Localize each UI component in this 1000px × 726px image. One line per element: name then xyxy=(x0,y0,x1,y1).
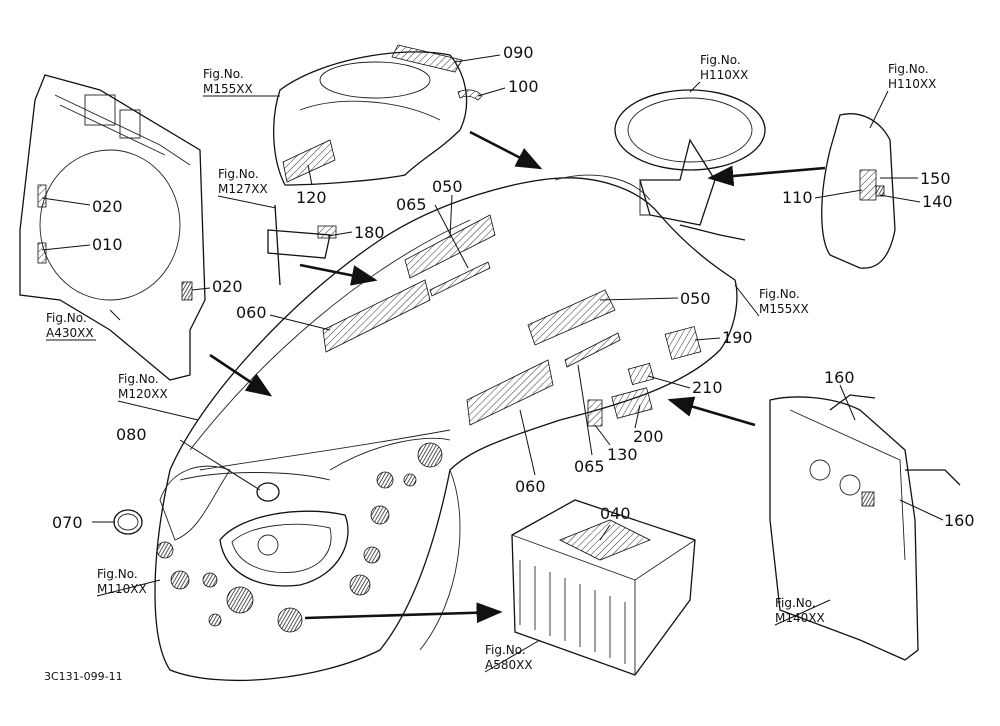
svg-text:M155XX: M155XX xyxy=(203,82,253,96)
decal-120 xyxy=(282,139,336,183)
svg-text:Fig.No.: Fig.No. xyxy=(118,372,159,386)
decal-090 xyxy=(391,44,463,73)
fig-ref-m120: Fig.No. M120XX xyxy=(117,372,199,421)
part-label-210: 210 xyxy=(692,378,723,397)
part-label-070: 070 xyxy=(52,513,83,532)
part-label-065: 065 xyxy=(396,195,427,214)
svg-text:H110XX: H110XX xyxy=(700,68,748,82)
fig-ref-m155-right: Fig.No. M155XX xyxy=(734,284,809,317)
decal-050-side xyxy=(527,289,616,346)
svg-text:Fig.No.: Fig.No. xyxy=(97,567,138,581)
decal-065-top xyxy=(429,261,491,297)
upper-cowl xyxy=(273,44,483,186)
drawing-code: 3C131-099-11 xyxy=(44,670,123,683)
part-label-040: 040 xyxy=(600,504,631,523)
badge-070 xyxy=(113,509,143,535)
svg-text:Fig.No.: Fig.No. xyxy=(888,62,929,76)
svg-text:Fig.No.: Fig.No. xyxy=(759,287,800,301)
decal-050-top xyxy=(404,214,496,279)
decal-060-top xyxy=(322,279,431,353)
hood-body xyxy=(154,174,738,682)
part-label-060: 060 xyxy=(515,477,546,496)
decal-060-side xyxy=(466,359,554,426)
svg-text:Fig.No.: Fig.No. xyxy=(775,596,816,610)
part-label-060: 060 xyxy=(236,303,267,322)
radiator-panel xyxy=(19,74,206,381)
rear-panel xyxy=(769,394,961,661)
part-label-140: 140 xyxy=(922,192,953,211)
part-number-labels: 020 010 020 090 100 120 050 065 180 060 … xyxy=(52,43,975,532)
svg-text:Fig.No.: Fig.No. xyxy=(218,167,259,181)
svg-text:Fig.No.: Fig.No. xyxy=(700,53,741,67)
battery xyxy=(511,499,696,676)
part-label-020: 020 xyxy=(92,197,123,216)
svg-text:Fig.No.: Fig.No. xyxy=(485,643,526,657)
svg-text:M120XX: M120XX xyxy=(118,387,168,401)
fig-ref-m127: Fig.No. M127XX xyxy=(217,167,277,209)
decal-130 xyxy=(587,399,603,427)
part-label-065: 065 xyxy=(574,457,605,476)
svg-text:A580XX: A580XX xyxy=(485,658,533,672)
fig-ref-h110-right: Fig.No. H110XX xyxy=(869,62,936,129)
part-label-120: 120 xyxy=(296,188,327,207)
fig-ref-h110-left: Fig.No. H110XX xyxy=(689,53,748,93)
part-label-190: 190 xyxy=(722,328,753,347)
decal-200 xyxy=(611,387,653,419)
part-label-100: 100 xyxy=(508,77,539,96)
bracket xyxy=(267,204,337,286)
part-label-050: 050 xyxy=(432,177,463,196)
svg-text:Fig.No.: Fig.No. xyxy=(203,67,244,81)
fig-ref-m110: Fig.No. M110XX xyxy=(96,567,161,597)
fig-ref-m140: Fig.No. M140XX xyxy=(774,596,831,626)
svg-text:A430XX: A430XX xyxy=(46,326,94,340)
svg-text:M155XX: M155XX xyxy=(759,302,809,316)
part-label-160: 160 xyxy=(824,368,855,387)
leader-lines xyxy=(41,54,944,541)
part-label-090: 090 xyxy=(503,43,534,62)
decal-065-side xyxy=(564,332,621,368)
headlight xyxy=(219,510,349,587)
svg-text:M127XX: M127XX xyxy=(218,182,268,196)
part-label-020: 020 xyxy=(212,277,243,296)
decal-180 xyxy=(317,225,337,239)
part-label-160: 160 xyxy=(944,511,975,530)
emblem-080 xyxy=(256,482,280,502)
part-label-180: 180 xyxy=(354,223,385,242)
svg-text:H110XX: H110XX xyxy=(888,77,936,91)
decal-210 xyxy=(627,362,655,386)
fig-ref-m155-top: Fig.No. M155XX xyxy=(203,67,280,97)
part-label-200: 200 xyxy=(633,427,664,446)
part-label-050: 050 xyxy=(680,289,711,308)
part-label-080: 080 xyxy=(116,425,147,444)
decal-040 xyxy=(559,519,651,561)
part-label-110: 110 xyxy=(782,188,813,207)
fig-ref-a430: Fig.No. A430XX xyxy=(46,311,96,341)
decal-100 xyxy=(457,89,483,101)
part-label-130: 130 xyxy=(607,445,638,464)
assembly-arrows xyxy=(209,130,826,624)
svg-text:Fig.No.: Fig.No. xyxy=(46,311,87,325)
decal-190 xyxy=(664,326,702,360)
fig-ref-a580: Fig.No. A580XX xyxy=(484,639,541,673)
figure-references: Fig.No. A430XX Fig.No. M155XX Fig.No. M1… xyxy=(46,53,936,673)
part-label-010: 010 xyxy=(92,235,123,254)
camouflage-spots xyxy=(156,442,443,633)
part-label-150: 150 xyxy=(920,169,951,188)
svg-text:M140XX: M140XX xyxy=(775,611,825,625)
